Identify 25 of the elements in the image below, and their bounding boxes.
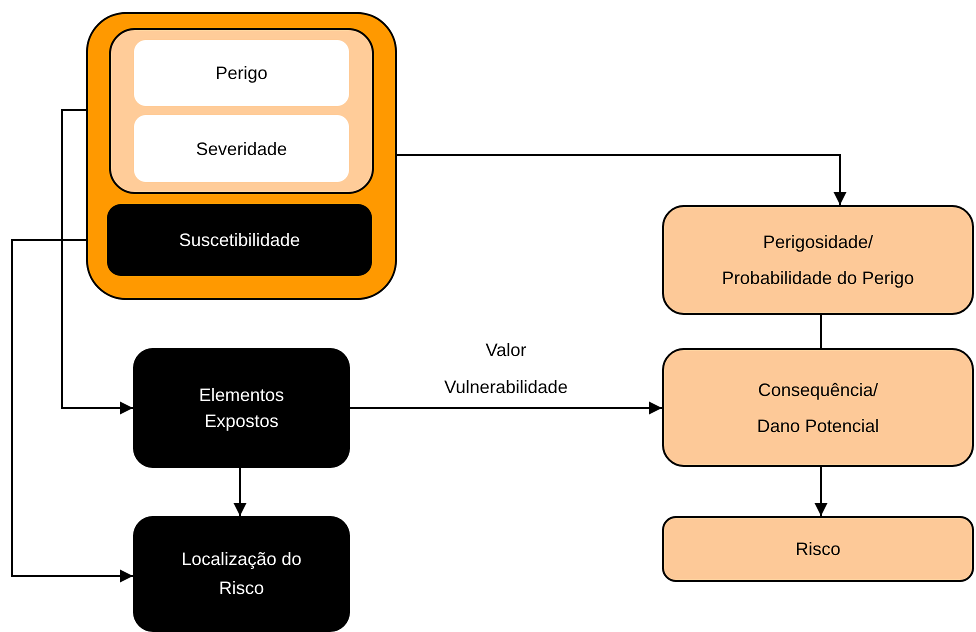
box-label: Risco <box>794 538 842 561</box>
box-label: Perigo <box>214 62 269 85</box>
process-box <box>107 204 372 276</box>
process-box <box>133 516 350 632</box>
arrow <box>397 154 846 205</box>
process-box <box>134 115 349 182</box>
group-box <box>109 28 374 194</box>
arrow <box>11 239 133 582</box>
arrow <box>814 467 828 516</box>
box-label: Consequência/ Dano Potencial <box>756 378 880 438</box>
box-label: Elementos Expostos <box>198 384 286 433</box>
arrow <box>61 109 133 414</box>
arrow <box>350 402 662 414</box>
process-box <box>662 516 974 582</box>
box-label: Localização do Risco <box>180 548 303 600</box>
box-label: Perigosidade/ Probabilidade do Perigo <box>720 231 916 290</box>
container-box <box>86 12 397 300</box>
process-box <box>134 40 349 106</box>
arrow <box>234 468 246 516</box>
connector-line <box>820 315 822 348</box>
box-label: Severidade <box>194 138 288 160</box>
box-label: Suscetibilidade <box>178 229 302 252</box>
process-box <box>662 348 974 467</box>
process-box <box>133 348 350 468</box>
process-box <box>662 205 974 315</box>
